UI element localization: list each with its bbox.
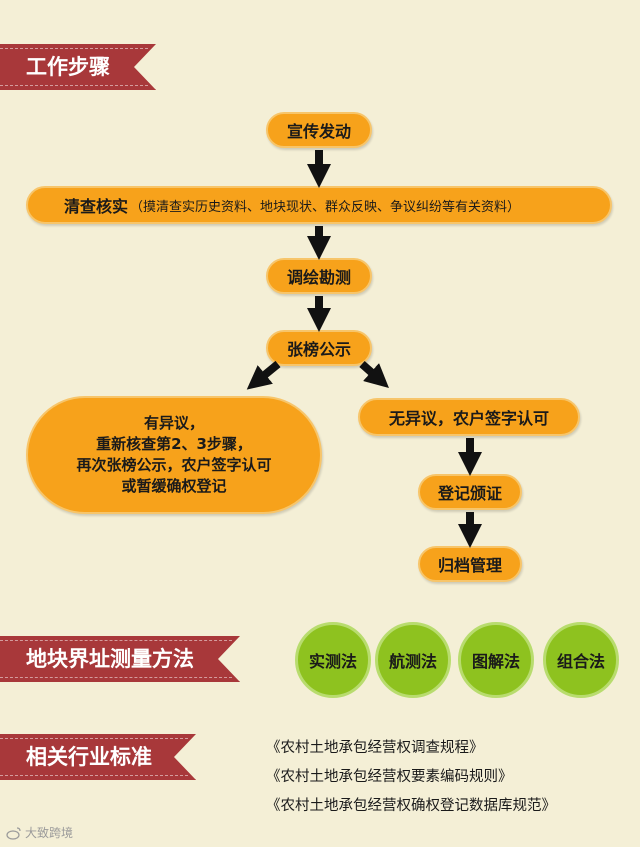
flow-dispute-line: 重新核查第2、3步骤， [96,435,252,453]
method-circle: 图解法 [458,622,534,698]
flow-step-archive: 归档管理 [418,546,522,582]
watermark: 大致跨境 [6,824,73,841]
standard-item: 《农村土地承包经营权要素编码规则》 [266,769,513,785]
section-title-methods: 地块界址测量方法 [0,636,240,682]
flow-step-register: 登记颁证 [418,474,522,510]
flow-step-verify-detail: （摸清查实历史资料、地块现状、群众反映、争议纠纷等有关资料） [130,199,521,215]
arrow-to-no-dispute [359,361,389,388]
method-circle: 组合法 [543,622,619,698]
watermark-text: 大致跨境 [25,826,74,840]
flow-dispute-line: 有异议， [143,414,204,432]
flow-no-dispute: 无异议，农户签字认可 [358,398,580,436]
standard-item: 《农村土地承包经营权调查规程》 [266,740,484,756]
weibo-logo-icon [6,826,21,840]
arrow-to-dispute [246,360,281,390]
flow-step-verify-label: 清查核实 [64,197,129,216]
flow-step-survey: 调绘勘测 [266,258,372,294]
method-circle: 航测法 [375,622,451,698]
method-circle: 实测法 [295,622,371,698]
flow-step-publicity: 宣传发动 [266,112,372,148]
flow-step-verify: 清查核实 （摸清查实历史资料、地块现状、群众反映、争议纠纷等有关资料） [26,186,612,224]
flow-dispute-line: 或暂缓确权登记 [121,477,227,495]
flow-dispute-line: 再次张榜公示，农户签字认可 [76,456,272,474]
standard-item: 《农村土地承包经营权确权登记数据库规范》 [266,798,556,814]
section-title-standards: 相关行业标准 [0,734,196,780]
flow-dispute-box: 有异议， 重新核查第2、3步骤， 再次张榜公示，农户签字认可 或暂缓确权登记 [26,396,322,514]
section-title-steps: 工作步骤 [0,44,156,90]
